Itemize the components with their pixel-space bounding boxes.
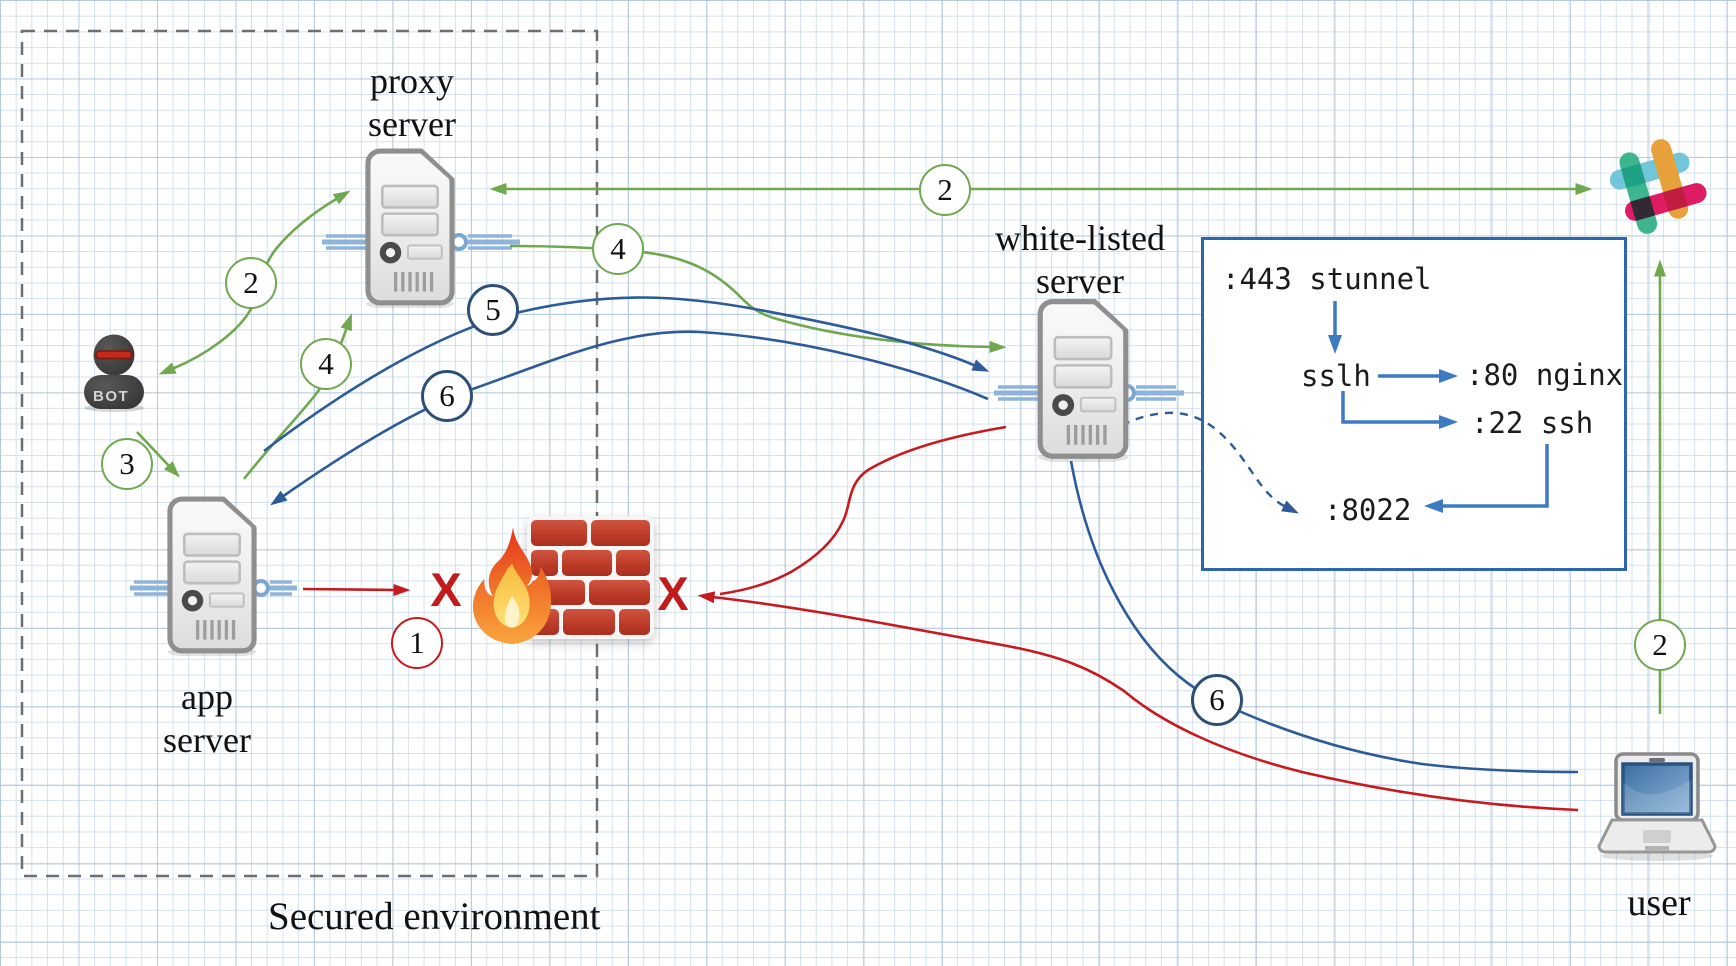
arrow-app-firewall-blocked <box>302 583 411 596</box>
step-badge-4-app-proxy: 4 <box>300 338 352 390</box>
app-server-icon <box>165 496 259 656</box>
bot-label: BOT <box>93 388 130 405</box>
panel-ssh-text: :22 ssh <box>1471 406 1594 440</box>
step-badge-2-bot-proxy: 2 <box>225 257 277 309</box>
arrow-proxy-whitelisted <box>509 244 1007 353</box>
curve-whitelisted-firewall-blocked <box>719 425 1007 596</box>
app-network-connector <box>130 579 297 597</box>
step-badge-5: 5 <box>467 284 519 336</box>
bot-icon <box>80 334 148 412</box>
blocked-x-left: X <box>430 563 462 616</box>
curve-whitelisted-app-6 <box>270 330 989 506</box>
step-badge-3: 3 <box>101 438 153 490</box>
curve-app-whitelisted-5 <box>263 296 990 453</box>
proxy-server-icon <box>363 148 457 308</box>
panel-nginx-text: :80 nginx <box>1466 358 1624 392</box>
fire-icon <box>468 525 554 647</box>
step-badge-6-whitelisted-app: 6 <box>421 370 473 422</box>
panel-stunnel-text: :443 stunnel <box>1222 262 1432 296</box>
sslh-routing-panel <box>1201 237 1627 571</box>
proxy-server-label: proxy server <box>368 61 456 144</box>
step-badge-2-proxy-slack: 2 <box>919 164 971 216</box>
step-badge-4-proxy-whitelisted: 4 <box>592 223 644 275</box>
panel-sslh-text: sslh <box>1301 359 1371 393</box>
step-badge-2-user-slack: 2 <box>1634 619 1686 671</box>
whitelisted-server-icon <box>1036 298 1130 462</box>
blocked-x-right: X <box>657 567 689 620</box>
secured-environment-label: Secured environment <box>268 895 601 938</box>
step-badge-1: 1 <box>391 617 443 669</box>
user-laptop-icon <box>1596 752 1718 862</box>
panel-arrow-sslh-ssh <box>1341 391 1458 429</box>
curve-user-firewall-blocked <box>697 591 1579 812</box>
app-server-label: app server <box>163 677 251 760</box>
panel-arrow-ssh-8022 <box>1424 444 1549 513</box>
user-label: user <box>1627 882 1691 924</box>
whitelisted-server-label: white-listed server <box>995 218 1165 301</box>
arrow-bot-app <box>136 431 180 478</box>
secured-environment-border <box>20 29 599 878</box>
step-badge-6-user-whitelisted: 6 <box>1191 674 1243 726</box>
panel-8022-text: :8022 <box>1324 493 1412 527</box>
